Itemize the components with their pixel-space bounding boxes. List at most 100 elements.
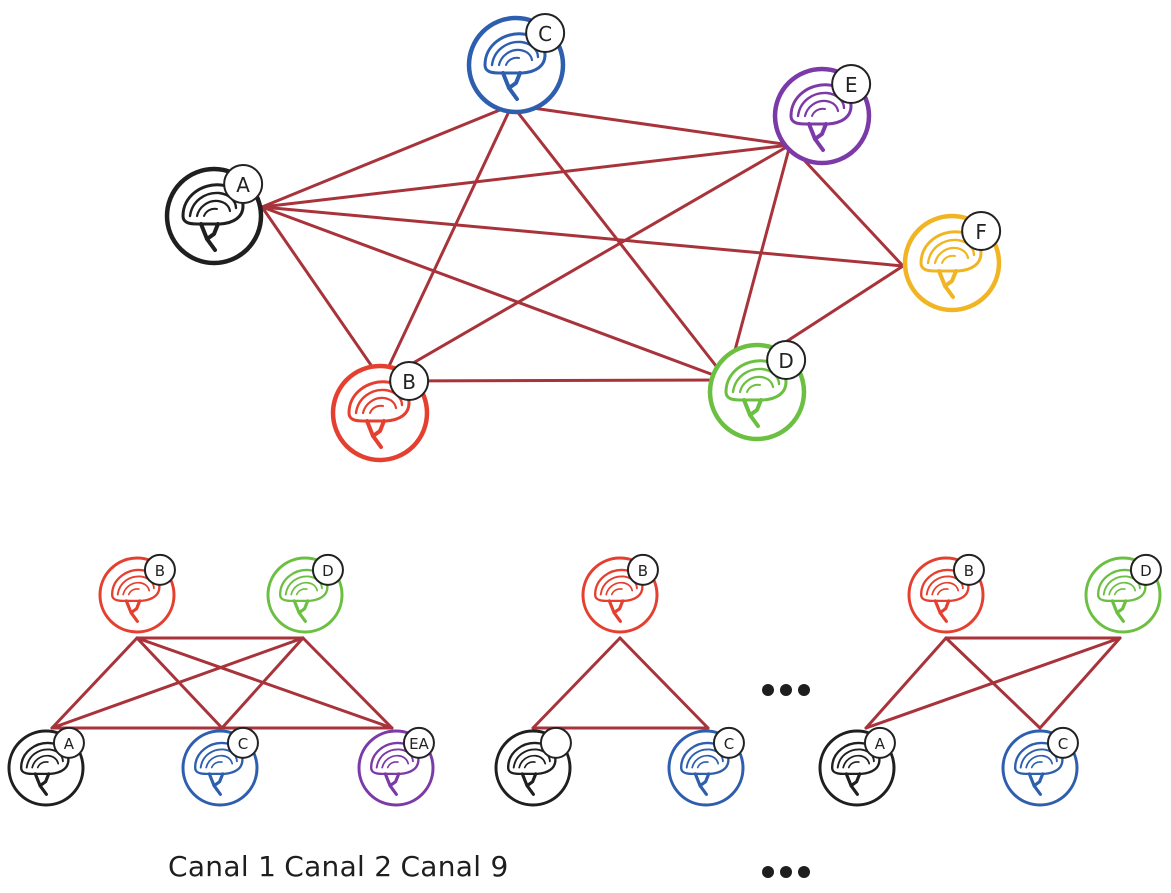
badge-circle (311, 553, 344, 586)
mesh-link-E-D (725, 143, 792, 382)
badge-circle (1129, 553, 1162, 586)
ellipsis-dot (798, 684, 810, 696)
channel-1-caption: Canal 1 (168, 850, 277, 883)
nodes-layer: A B C D E F B D A C EA B C B D A C (7, 13, 1162, 807)
channel-2-link-B-A (531, 636, 622, 730)
badge-circle (863, 726, 896, 759)
rider-node-channel-1-D: D (266, 553, 344, 634)
badge-circle (223, 164, 264, 205)
rider-node-channel-3-A: A (818, 726, 896, 807)
helmet-icon (830, 741, 881, 796)
badge-circle (143, 553, 176, 586)
badge-label: B (402, 370, 416, 394)
rider-badge: C (226, 726, 259, 759)
badge-label: E (845, 73, 858, 97)
badge-label: B (155, 562, 165, 580)
badge-label: B (638, 562, 648, 580)
rider-badge: F (961, 211, 1002, 252)
rider-node-mesh-A: A (164, 164, 264, 266)
badge-label: D (322, 562, 334, 580)
mesh-link-A-F (260, 205, 905, 268)
rider-badge: D (766, 340, 807, 381)
helmet-icon (919, 230, 983, 299)
ellipsis-dot (780, 684, 792, 696)
rider-badge: D (311, 553, 344, 586)
helmet-icon (1096, 568, 1147, 623)
rider-badge: A (223, 164, 264, 205)
badge-label: EA (409, 735, 429, 753)
rider-badge: B (626, 553, 659, 586)
channel-9-caption: Canal 9 (400, 850, 509, 883)
rider-badge: C (1046, 726, 1079, 759)
badge-circle (52, 726, 85, 759)
badge-circle (525, 13, 566, 54)
mesh-link-E-B (380, 143, 792, 383)
badge-circle (626, 553, 659, 586)
mesh-link-A-C (260, 103, 514, 209)
badge-circle (226, 726, 259, 759)
rider-node-channel-2-B: B (581, 553, 659, 634)
rider-node-channel-1-B: B (98, 553, 176, 634)
channel-3-link-D-A (864, 636, 1122, 730)
rider-badge: B (952, 553, 985, 586)
rider-node-mesh-D: D (707, 340, 807, 442)
rider-badge: A (52, 726, 85, 759)
rider-node-channel-1-C: C (181, 726, 259, 807)
links-layer (50, 103, 1122, 730)
helmet-icon (679, 741, 730, 796)
rider-badge: B (143, 553, 176, 586)
rider-badge (539, 726, 572, 759)
rider-node-channel-3-B: B (907, 553, 985, 634)
rider-node-channel-2-C: C (667, 726, 745, 807)
ellipsis-dot (780, 866, 792, 878)
helmet-icon (347, 380, 411, 449)
channel-1-link-D-C (220, 636, 305, 730)
mesh-link-B-D (380, 378, 729, 383)
ellipsis-dot (798, 866, 810, 878)
badge-circle (389, 361, 430, 402)
badge-label: C (724, 735, 734, 753)
mesh-link-A-E (260, 143, 792, 209)
badge-circle (539, 726, 572, 759)
mesh-link-C-B (380, 103, 514, 383)
ellipsis-icon (762, 866, 810, 878)
ellipsis-layer (762, 684, 810, 878)
badge-circle (402, 726, 435, 759)
rider-node-mesh-F: F (902, 211, 1002, 313)
channel-3-link-B-A (864, 636, 948, 730)
mesh-link-A-B (260, 205, 384, 383)
rider-node-channel-1-A: A (7, 726, 85, 807)
rider-node-mesh-B: B (330, 361, 430, 463)
badge-circle (961, 211, 1002, 252)
mesh-link-C-E (510, 103, 792, 147)
ellipsis-icon (762, 684, 810, 696)
rider-badge: D (1129, 553, 1162, 586)
badge-label: A (236, 173, 250, 197)
rider-badge: EA (402, 726, 435, 759)
rider-badge: C (712, 726, 745, 759)
rider-node-channel-1-E: EA (357, 726, 435, 807)
rider-node-channel-3-D: D (1084, 553, 1162, 634)
rider-badge: B (389, 361, 430, 402)
badge-label: A (875, 735, 886, 753)
rider-badge: E (831, 64, 872, 105)
badge-circle (766, 340, 807, 381)
rider-badge: A (863, 726, 896, 759)
channel-2-link-B-C (618, 636, 710, 730)
badge-label: F (975, 220, 987, 244)
rider-node-channel-3-C: C (1001, 726, 1079, 807)
helmet-icon (181, 183, 245, 252)
badge-label: D (1140, 562, 1152, 580)
rider-node-mesh-C: C (466, 13, 566, 115)
ellipsis-dot (762, 684, 774, 696)
badge-label: B (964, 562, 974, 580)
badge-circle (952, 553, 985, 586)
badge-circle (831, 64, 872, 105)
helmet-icon (483, 32, 547, 101)
mesh-link-E-F (788, 143, 905, 268)
ellipsis-dot (762, 866, 774, 878)
badge-label: C (1058, 735, 1068, 753)
badge-label: A (64, 735, 75, 753)
